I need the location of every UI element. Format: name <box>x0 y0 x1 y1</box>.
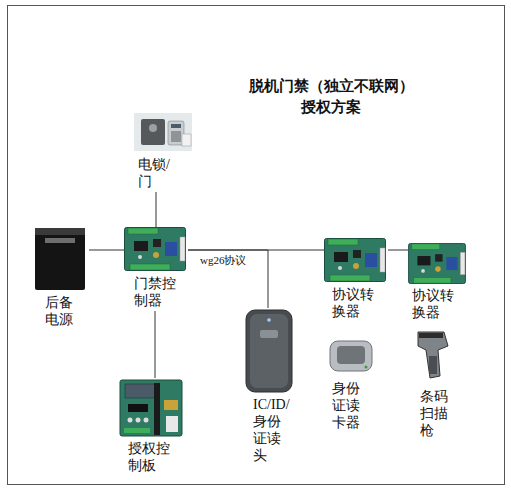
lcd-display <box>125 384 159 398</box>
frame-border <box>8 6 505 485</box>
keypad-keys <box>171 131 181 142</box>
button <box>144 418 149 423</box>
power-box-label <box>45 238 75 243</box>
converter-board <box>409 243 466 283</box>
card-reader-head-illustration <box>246 310 292 392</box>
device-label: 协议转换器 <box>412 287 456 321</box>
device-node: 协议转换器 <box>408 243 468 327</box>
button <box>136 418 141 423</box>
connector-line <box>188 250 268 308</box>
photo-background <box>134 113 192 151</box>
reader-body <box>246 310 292 392</box>
device-label: 电锁/门 <box>138 156 176 190</box>
device-label: 条码扫描枪 <box>420 388 450 439</box>
device-label: 门禁控制器 <box>134 275 178 309</box>
scanner-body <box>418 332 448 378</box>
reader-face <box>250 314 288 388</box>
pcb-board <box>120 380 182 436</box>
power-box-top <box>35 228 85 235</box>
device-label: 授权控制板 <box>128 440 172 474</box>
diagram-title: 脱机门禁（独立不联网） 授权方案 <box>244 76 418 118</box>
lock-cylinder <box>149 124 157 132</box>
power-supply-illustration <box>35 228 85 290</box>
device-label: 身份证读卡器 <box>332 380 362 431</box>
auth-board-illustration <box>120 380 182 436</box>
device-node: 身份证读卡器 <box>328 338 378 438</box>
keypad <box>168 121 184 145</box>
reader-pad <box>330 341 372 371</box>
device-label: 协议转换器 <box>332 286 376 320</box>
device-node: 协议转换器 <box>324 238 388 322</box>
converter-board <box>325 239 386 282</box>
device-node: 授权控制板 <box>118 378 184 473</box>
component <box>164 400 178 410</box>
power-box <box>35 228 85 290</box>
reader-logo <box>260 330 278 338</box>
device-node: 后备电源 <box>33 226 89 332</box>
barcode-scanner-illustration <box>418 332 448 378</box>
terminal-block <box>124 428 150 433</box>
keypad-display <box>171 124 181 128</box>
reader-window <box>337 346 365 364</box>
device-node: 门禁控制器 <box>124 227 188 311</box>
connector-line <box>89 250 124 251</box>
device-node: 条码扫描枪 <box>412 328 458 438</box>
edge-label: wg26协议 <box>200 254 246 267</box>
connector-line <box>388 250 408 251</box>
device-label: IC/ID/身份证读头 <box>253 396 283 464</box>
device-node: IC/ID/身份证读头 <box>244 308 306 473</box>
card <box>182 134 191 146</box>
connector-line <box>156 192 157 227</box>
reader-led <box>365 366 368 369</box>
id-card-reader-illustration <box>330 341 372 371</box>
dip-chip <box>154 383 160 435</box>
connector <box>166 416 178 432</box>
device-node: 电锁/门 <box>128 112 196 192</box>
lock-illustration <box>134 113 192 151</box>
scanner-window <box>419 333 443 338</box>
controller-board <box>125 228 186 271</box>
reader-led <box>267 318 271 322</box>
device-label: 后备电源 <box>45 294 77 328</box>
chip <box>128 404 148 412</box>
button <box>128 418 133 423</box>
connector-line <box>155 311 156 378</box>
lock-body <box>141 119 165 145</box>
scanner-grip <box>429 356 437 374</box>
